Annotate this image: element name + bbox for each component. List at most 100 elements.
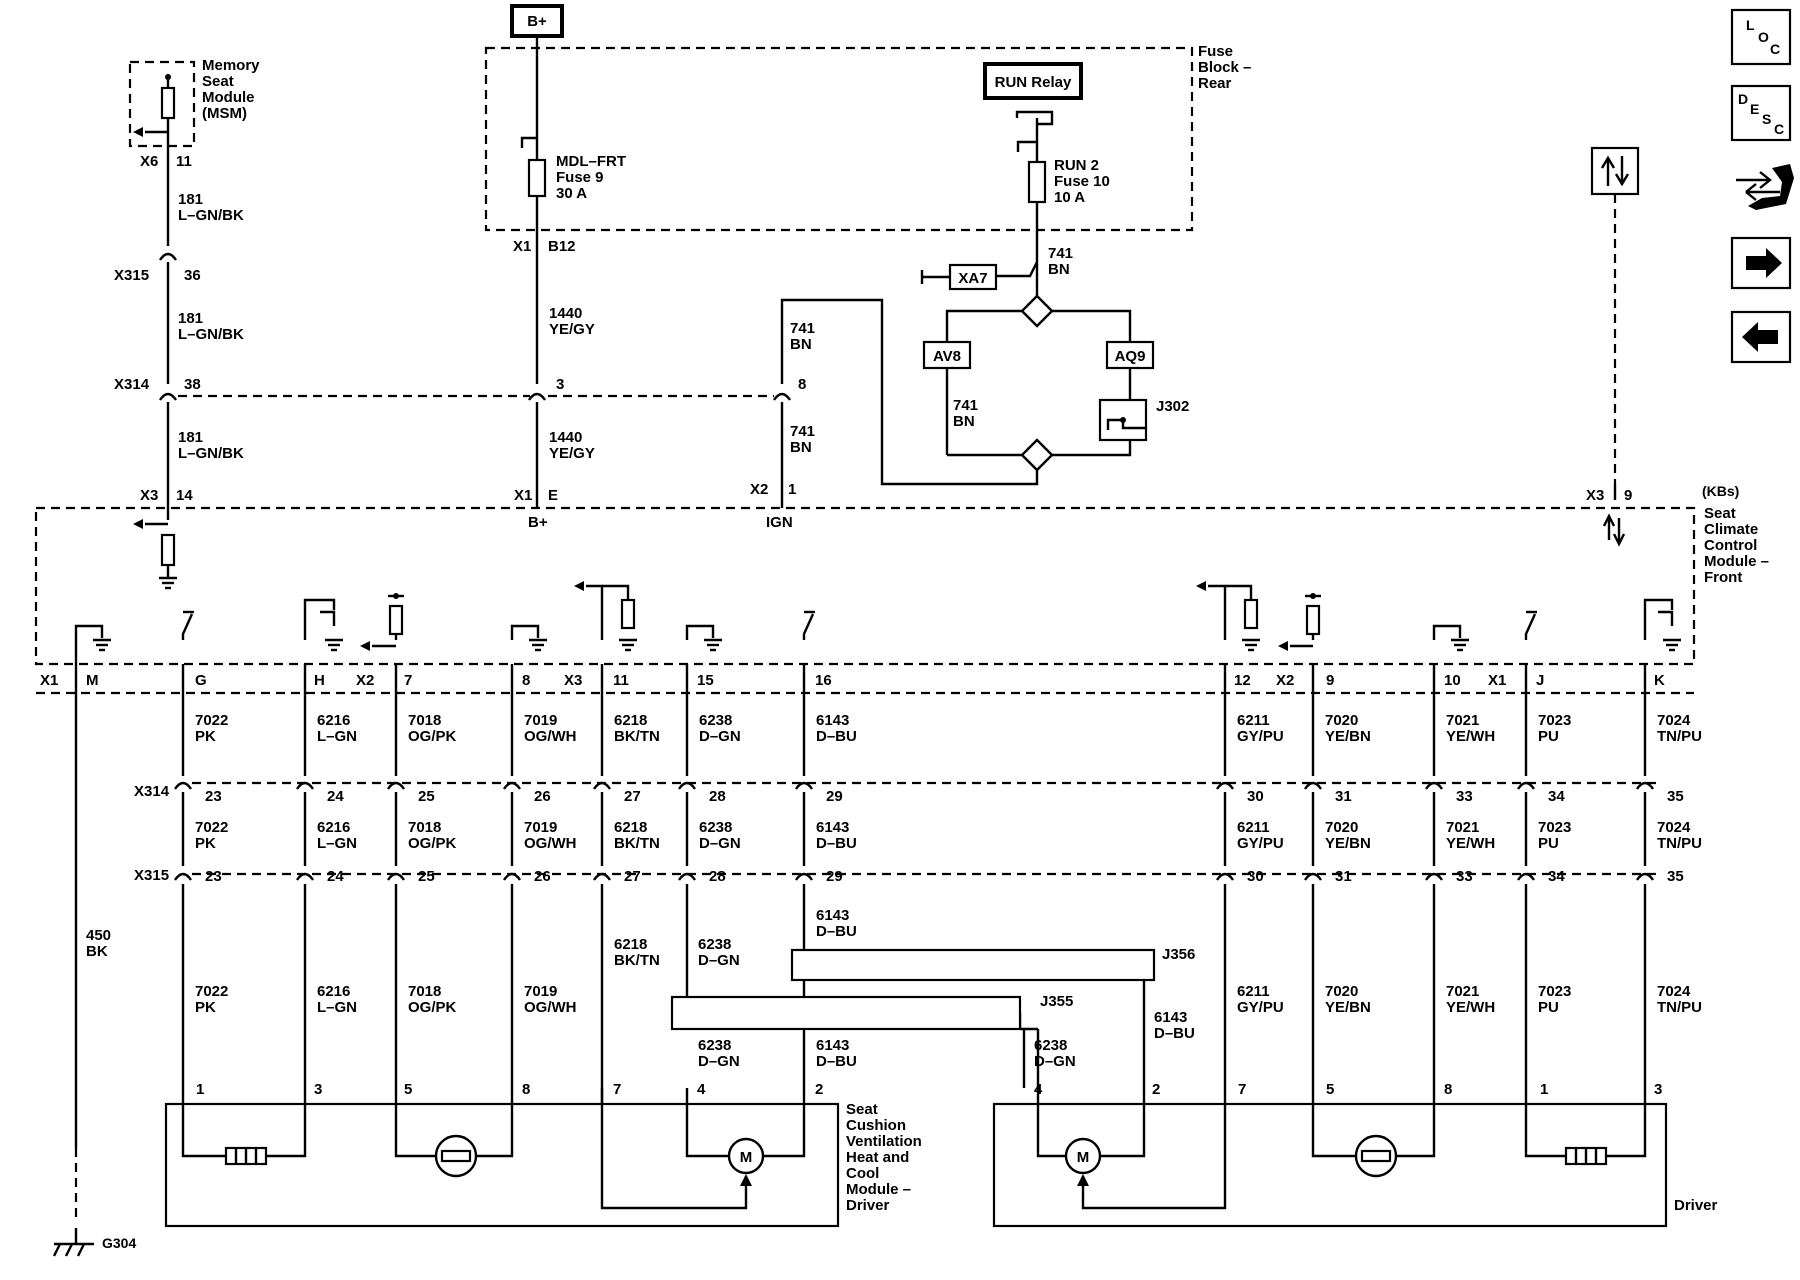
svg-text:M: M bbox=[1077, 1149, 1090, 1166]
circuit-6143-color-3: D–BU bbox=[816, 923, 857, 940]
svg-text:(KBs): (KBs) bbox=[1702, 483, 1739, 499]
circuit-6218-x315-fork bbox=[593, 872, 611, 881]
circuit-6211-x315-fork bbox=[1216, 872, 1234, 881]
circuit-7023-x314-fork bbox=[1517, 781, 1535, 790]
next-page-button[interactable] bbox=[1730, 236, 1792, 290]
driver-module bbox=[992, 1102, 1668, 1228]
circuit-6143-label-4: 6143 bbox=[816, 1037, 849, 1054]
circuit-7021-label-2: 7021 bbox=[1446, 819, 1479, 836]
svg-text:E: E bbox=[548, 487, 558, 504]
circuit-6216-x314-fork bbox=[296, 781, 314, 790]
circuit-6238-end-pin: 4 bbox=[697, 1081, 706, 1098]
svg-text:G: G bbox=[195, 672, 207, 689]
circuit-6143-color-2: D–BU bbox=[816, 835, 857, 852]
circuit-7024-color-2: TN/PU bbox=[1657, 835, 1702, 852]
circuit-6238-x315-pin: 28 bbox=[709, 868, 726, 885]
svg-text:450: 450 bbox=[86, 927, 111, 944]
j356-wire-color: D–BU bbox=[1154, 1025, 1195, 1042]
svg-text:Module –: Module – bbox=[846, 1181, 911, 1198]
circuit-6238-label-3: 6238 bbox=[698, 936, 731, 953]
circuit-7022-x315-pin: 23 bbox=[205, 868, 222, 885]
svg-text:YE/GY: YE/GY bbox=[549, 445, 595, 462]
svg-text:1440: 1440 bbox=[549, 305, 582, 322]
svg-text:J302: J302 bbox=[1156, 398, 1189, 415]
circuit-6216-color-1: L–GN bbox=[317, 728, 357, 745]
svg-text:L–GN/BK: L–GN/BK bbox=[178, 207, 244, 224]
circuit-7019-color-1: OG/WH bbox=[524, 728, 577, 745]
circuit-6211-x315-pin: 30 bbox=[1247, 868, 1264, 885]
msm-label: Memory Seat Module (MSM) bbox=[202, 57, 260, 122]
circuit-6211-x314-fork bbox=[1216, 781, 1234, 790]
svg-text:B+: B+ bbox=[527, 13, 547, 30]
svg-text:Seat: Seat bbox=[202, 73, 234, 90]
svg-text:AQ9: AQ9 bbox=[1115, 348, 1146, 365]
svg-text:741: 741 bbox=[790, 423, 815, 440]
circuit-7020-label-1: 7020 bbox=[1325, 712, 1358, 729]
circuit-7022-x314-pin: 23 bbox=[205, 788, 222, 805]
circuit-7020-color-3: YE/BN bbox=[1325, 999, 1371, 1016]
circuit-7024-x314-pin: 35 bbox=[1667, 788, 1684, 805]
circuit-6143-end-pin: 2 bbox=[815, 1081, 823, 1098]
driver-pin-2: 2 bbox=[1152, 1081, 1160, 1098]
circuit-6216-x314-pin: 24 bbox=[327, 788, 344, 805]
circuit-6238-x315-fork bbox=[678, 872, 696, 881]
driver-label: Driver bbox=[1674, 1197, 1718, 1214]
svg-text:11: 11 bbox=[176, 153, 192, 170]
circuit-7023-color-1: PU bbox=[1538, 728, 1559, 745]
mdl-frt-fuse bbox=[527, 158, 547, 198]
circuit-7020-end-pin: 5 bbox=[1326, 1081, 1334, 1098]
connector-tool-icon[interactable] bbox=[1736, 164, 1794, 210]
circuit-7022-color-1: PK bbox=[195, 728, 216, 745]
svg-text:X1: X1 bbox=[1488, 672, 1506, 689]
svg-text:C: C bbox=[1770, 41, 1780, 57]
svg-text:H: H bbox=[314, 672, 325, 689]
circuit-6211-label-2: 6211 bbox=[1237, 819, 1270, 836]
circuit-6143-label-1: 6143 bbox=[816, 712, 849, 729]
circuit-7019-color-2: OG/WH bbox=[524, 835, 577, 852]
circuit-6218-end-pin: 7 bbox=[613, 1081, 621, 1098]
circuit-6216-label-3: 6216 bbox=[317, 983, 350, 1000]
circuit-6143-label-2: 6143 bbox=[816, 819, 849, 836]
circuit-6216-x315-fork bbox=[296, 872, 314, 881]
svg-text:B12: B12 bbox=[548, 238, 576, 255]
svg-text:Cushion: Cushion bbox=[846, 1117, 906, 1134]
circuit-7021-label-3: 7021 bbox=[1446, 983, 1479, 1000]
x6-connector: X6 bbox=[140, 153, 158, 170]
circuit-7023-x314-pin: 34 bbox=[1548, 788, 1565, 805]
svg-text:J: J bbox=[1536, 672, 1544, 689]
svg-text:Ventilation: Ventilation bbox=[846, 1133, 922, 1150]
circuit-6218-label-2: 6218 bbox=[614, 819, 647, 836]
x314-connector: X314 bbox=[114, 376, 150, 393]
svg-text:181: 181 bbox=[178, 191, 203, 208]
circuit-7023-x315-fork bbox=[1517, 872, 1535, 881]
circuit-7022-label-3: 7022 bbox=[195, 983, 228, 1000]
svg-text:AV8: AV8 bbox=[933, 348, 961, 365]
svg-text:Rear: Rear bbox=[1198, 75, 1232, 92]
circuit-7024-end-pin: 3 bbox=[1654, 1081, 1662, 1098]
msm-module-box bbox=[128, 60, 196, 148]
svg-text:8: 8 bbox=[522, 672, 530, 689]
j356-wire-label: 6143 bbox=[1154, 1009, 1187, 1026]
bidirectional-comm-icon bbox=[1590, 146, 1640, 196]
circuit-6238-color-3: D–GN bbox=[698, 952, 740, 969]
seat-climate-control-module-front bbox=[34, 506, 1696, 666]
circuit-7020-x315-fork bbox=[1304, 872, 1322, 881]
previous-page-button[interactable] bbox=[1730, 310, 1792, 364]
circuit-7019-x314-fork bbox=[503, 781, 521, 790]
svg-text:E: E bbox=[1750, 101, 1759, 117]
svg-text:RUN Relay: RUN Relay bbox=[995, 74, 1072, 91]
circuit-7022-label-1: 7022 bbox=[195, 712, 228, 729]
svg-text:741: 741 bbox=[1048, 245, 1073, 262]
circuit-6218-x314-pin: 27 bbox=[624, 788, 641, 805]
svg-text:Control: Control bbox=[1704, 537, 1757, 554]
loc-button[interactable]: LOC bbox=[1730, 8, 1792, 66]
svg-text:16: 16 bbox=[815, 672, 832, 689]
svg-text:Memory: Memory bbox=[202, 57, 260, 74]
circuit-7021-color-3: YE/WH bbox=[1446, 999, 1495, 1016]
circuit-6211-color-1: GY/PU bbox=[1237, 728, 1284, 745]
svg-text:O: O bbox=[1758, 29, 1769, 45]
svg-text:C: C bbox=[1774, 121, 1784, 137]
svg-text:38: 38 bbox=[184, 376, 201, 393]
run2-fuse bbox=[1027, 160, 1047, 204]
